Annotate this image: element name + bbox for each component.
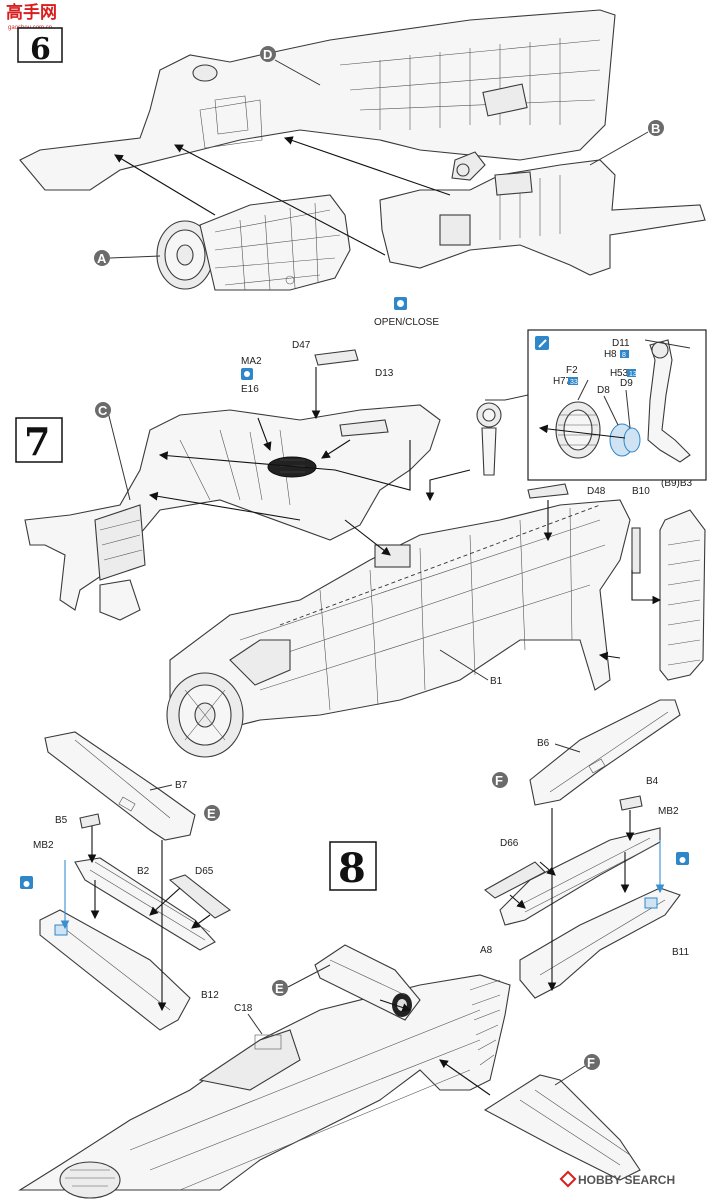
callout-B-letter: B: [651, 121, 660, 136]
label-MB2-left: MB2: [33, 840, 54, 851]
hobby-search-watermark: HOBBY SEARCH: [559, 1170, 675, 1188]
stabilizer-lower-B12: [39, 909, 191, 1031]
label-B10: B10: [632, 486, 650, 497]
part-D13: [339, 419, 389, 437]
svg-text:8: 8: [622, 352, 626, 359]
callout-A-letter: A: [97, 251, 107, 266]
callout-E-left: E: [204, 805, 220, 821]
label-D11: D11: [612, 338, 630, 349]
label-D13: D13: [375, 368, 394, 379]
step-6: 6 D: [17, 9, 706, 291]
callout-F-right-letter: F: [495, 773, 503, 788]
step-8-box: [329, 841, 377, 891]
svg-text:8: 8: [611, 349, 617, 360]
fuselage-upper-C: [24, 404, 441, 611]
label-B7: B7: [175, 780, 188, 791]
label-B1: B1: [490, 676, 503, 687]
svg-text:H: H: [610, 368, 617, 379]
stabilizer-upper-B6: [529, 699, 681, 806]
callout-D: D: [260, 46, 321, 86]
svg-text:H: H: [604, 349, 611, 360]
step-6-box: [17, 27, 63, 63]
label-B5: B5: [55, 815, 68, 826]
drop-icon-right: [676, 852, 689, 865]
stabilizer-upper-B7: [44, 731, 196, 841]
callout-E-bottom-letter: E: [275, 981, 284, 996]
rudder-B3: [659, 509, 706, 681]
hobby-search-logo-icon: [559, 1170, 577, 1188]
label-F2: F2: [566, 365, 578, 376]
part-D47: [314, 349, 359, 366]
inset-landing-gear: D11 H 8 8 F2 H 77 33 D8 D9 H 53 13: [527, 329, 707, 481]
callout-A: A: [94, 250, 161, 266]
callout-F-bottom: F: [554, 1054, 600, 1086]
open-close-label: OPEN/CLOSE: [374, 317, 439, 328]
inset-wrench-icon: [535, 336, 549, 350]
callout-E-bottom: E: [272, 964, 331, 996]
label-A8: A8: [480, 945, 493, 956]
callout-F-bottom-letter: F: [587, 1055, 595, 1070]
label-B4: B4: [646, 776, 659, 787]
paint-ref-D11: H 8 8: [604, 349, 629, 360]
fuselage-upper-half: [19, 9, 616, 191]
watermark-logo: 高手网 gaoshou.com.cn: [6, 2, 57, 31]
paint-ref-F2: H 77 33: [553, 376, 578, 387]
step-7-box: [15, 417, 63, 463]
step-8: 8 B7 B5 MB2 B2 D65 B12 E: [18, 699, 689, 1199]
svg-text:33: 33: [570, 379, 578, 386]
svg-text:53: 53: [617, 368, 629, 379]
label-B11: B11: [672, 947, 689, 958]
part-B10: [631, 527, 641, 574]
label-C18: C18: [234, 1003, 253, 1014]
label-B9-B3: (B9)B3: [661, 478, 693, 489]
callout-F-right: F: [492, 772, 508, 788]
fuselage-lower-B1: [169, 499, 631, 741]
part-D48: [527, 483, 569, 499]
stabilizer-lower-B11: [519, 887, 681, 999]
part-B5: [79, 813, 101, 829]
label-D9: D9: [620, 378, 633, 389]
label-D47: D47: [292, 340, 311, 351]
svg-text:H: H: [553, 376, 560, 387]
callout-C-letter: C: [98, 403, 108, 418]
label-MA2: MA2: [241, 356, 262, 367]
callout-E-left-letter: E: [207, 806, 216, 821]
callout-B: B: [589, 120, 664, 166]
label-D66: D66: [500, 838, 519, 849]
label-MB2-right: MB2: [658, 806, 679, 817]
svg-text:13: 13: [629, 371, 637, 378]
label-E16: E16: [241, 384, 259, 395]
hobby-search-text: HOBBY SEARCH: [578, 1173, 675, 1187]
part-D65: [168, 874, 232, 919]
label-B12: B12: [201, 990, 219, 1001]
engine-assembly-A: [156, 194, 351, 291]
label-D65: D65: [195, 866, 214, 877]
fuselage-rear-assembled: [18, 974, 511, 1191]
callout-D-letter: D: [263, 47, 272, 62]
label-B6: B6: [537, 738, 550, 749]
info-icon-MA2: [241, 368, 253, 380]
callout-C: C: [95, 402, 131, 501]
step-7: 7 OPEN/CLOSE: [15, 297, 707, 758]
stabilizer-spar-B2: [74, 857, 216, 951]
step-7-number: 7: [24, 419, 50, 464]
step-8-number: 8: [338, 845, 366, 892]
label-B2: B2: [137, 866, 150, 877]
cockpit-tub-B: [379, 159, 706, 276]
step-6-number: 6: [30, 32, 51, 67]
paint-ref-D9: H 53 13: [610, 368, 637, 379]
part-D66: [484, 861, 546, 899]
strut-D11: [647, 339, 691, 463]
svg-text:77: 77: [560, 376, 572, 387]
label-D48: D48: [587, 486, 606, 497]
drop-icon-left: [20, 876, 33, 889]
part-B4: [619, 795, 643, 811]
label-D8: D8: [597, 385, 610, 396]
open-close-icon: OPEN/CLOSE: [374, 297, 439, 328]
watermark-title: 高手网: [6, 2, 57, 23]
